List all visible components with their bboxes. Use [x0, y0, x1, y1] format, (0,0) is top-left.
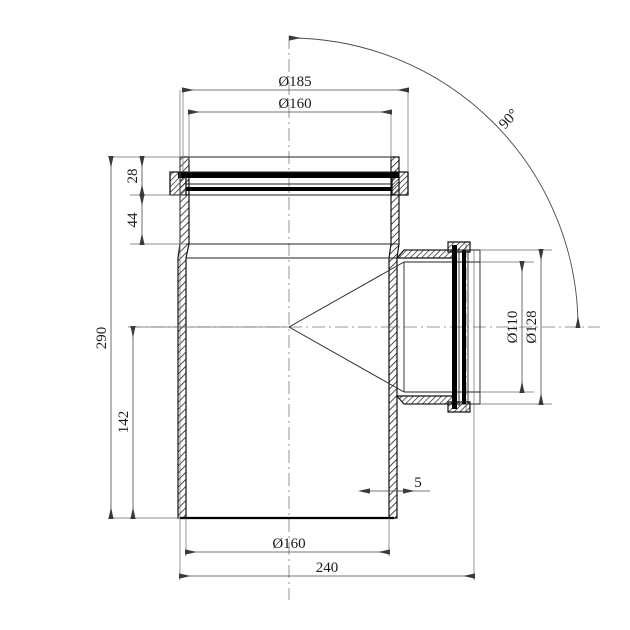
wall-thickness-dimension: 5 — [358, 475, 430, 494]
bottom-dimensions: Ø160 240 — [179, 90, 475, 580]
branch-lug-top — [447, 241, 471, 253]
right-wall-outer-hatched — [388, 156, 400, 519]
dim-label-44: 44 — [125, 212, 141, 228]
left-dimensions: 28 44 142 290 — [94, 156, 289, 519]
socket-collar-lower-band — [186, 187, 392, 191]
dim-label-28: 28 — [125, 169, 141, 184]
dim-label-d185: Ø185 — [278, 74, 311, 90]
branch-seal-band-outer — [452, 245, 457, 409]
socket-lug-left — [169, 171, 187, 196]
dim-label-240: 240 — [316, 560, 339, 576]
dim-label-d128: Ø128 — [524, 310, 540, 343]
dim-label-d160-bottom: Ø160 — [272, 536, 305, 552]
dim-label-d160-top: Ø160 — [278, 96, 311, 112]
branch-seal-band-inner — [462, 250, 466, 404]
dim-label-142: 142 — [116, 411, 132, 434]
dim-label-d110: Ø110 — [505, 311, 521, 344]
dim-label-290: 290 — [94, 327, 110, 350]
branch-top-wall — [395, 249, 456, 259]
branch-dimensions: Ø110 Ø128 — [480, 249, 552, 405]
branch-lug-bottom — [447, 401, 471, 413]
socket-lug-right — [391, 171, 409, 196]
angle-arc-90 — [288, 35, 581, 329]
branch-bottom-wall — [395, 395, 456, 405]
dim-label-5: 5 — [414, 475, 422, 491]
socket-collar-band — [178, 172, 399, 178]
